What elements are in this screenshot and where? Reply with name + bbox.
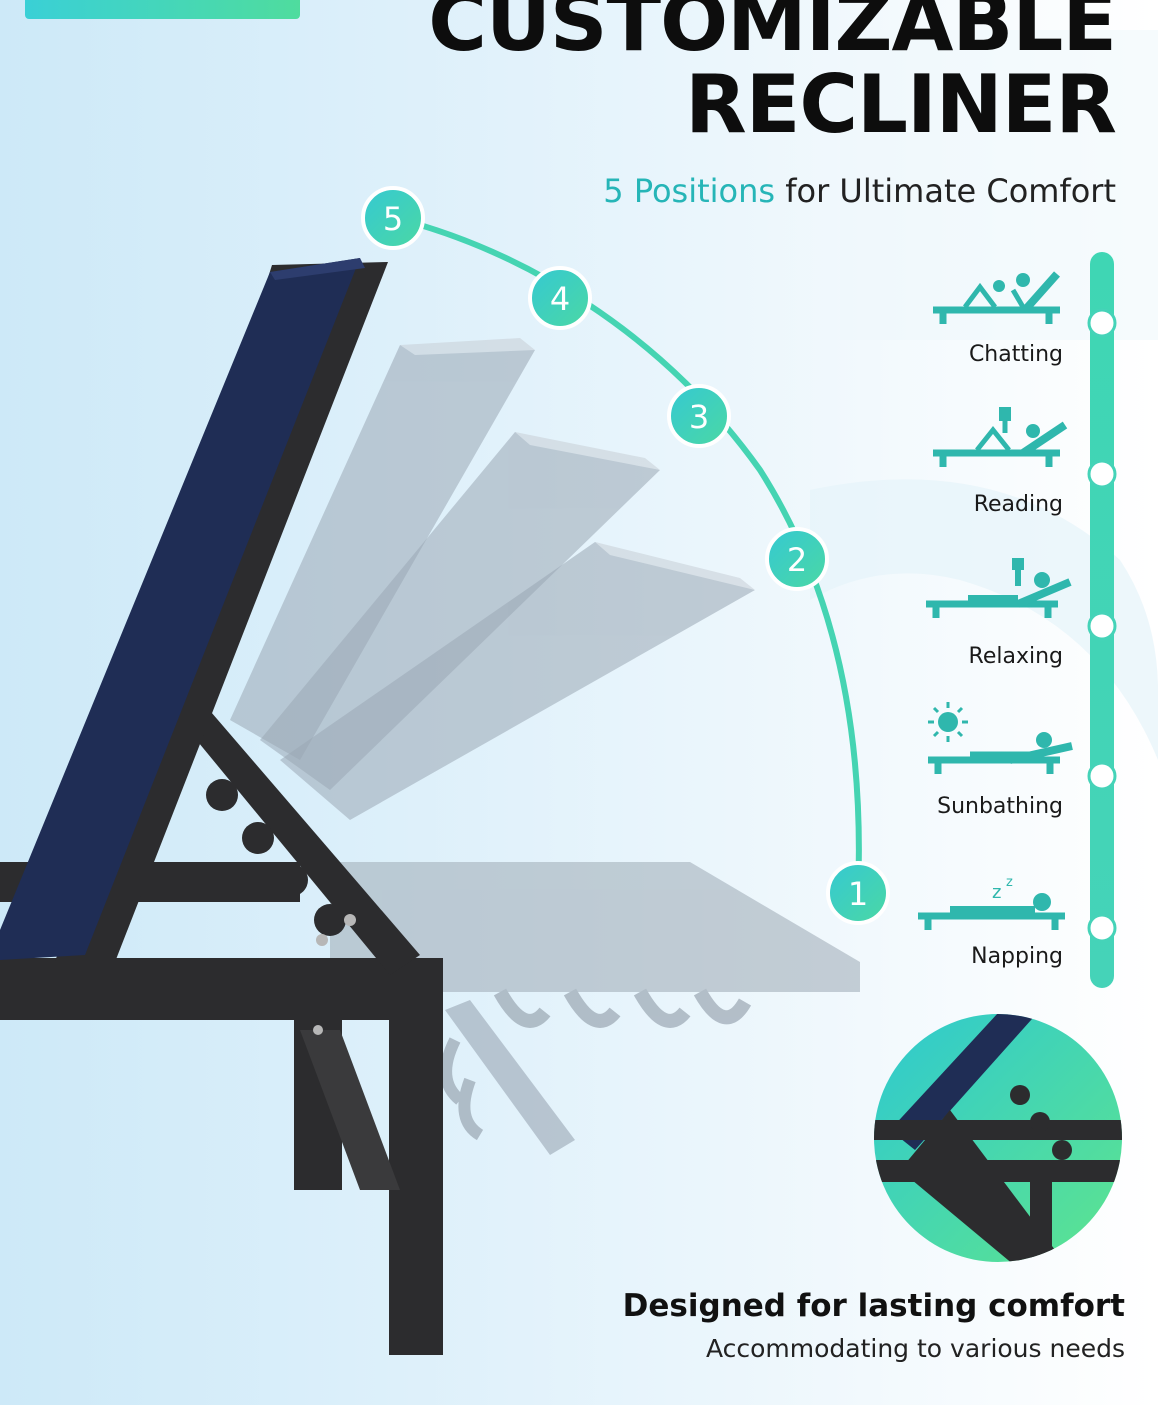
recliner-illustration [0,258,860,1355]
position-label-reading: Reading [973,492,1063,517]
position-number: 4 [550,280,570,318]
ghost-backrest-position-3 [260,432,660,790]
detail-zoom-circle [874,1014,1122,1262]
ghost-backrest-position-4 [230,338,535,760]
subheadline-accent: 5 Positions [603,172,776,210]
position-marker-1: 1 [826,861,890,925]
svg-text:z: z [1006,875,1013,890]
headline-line-1: CUSTOMIZABLE [428,0,1117,69]
position-markers: 5 4 3 2 1 [361,186,890,925]
top-badge [25,0,300,19]
position-number: 2 [787,541,807,579]
chatting-icon [933,271,1060,324]
position-marker-3: 3 [667,384,731,448]
position-marker-2: 2 [765,527,829,591]
headline: CUSTOMIZABLE RECLINER [428,0,1117,146]
position-number: 1 [848,875,868,913]
adjustment-notches [206,779,356,1035]
svg-text:z: z [992,882,1001,903]
subheadline: 5 Positions for Ultimate Comfort [603,172,1116,210]
ghost-backrest-position-1 [330,862,860,1155]
position-number: 5 [383,200,403,238]
relaxing-icon [926,558,1072,618]
napping-icon: z z [918,875,1065,930]
footer-title: Designed for lasting comfort [622,1288,1125,1324]
position-marker-4: 4 [528,266,592,330]
ghost-backrest-position-2 [280,542,755,820]
position-label-sunbathing: Sunbathing [937,794,1063,819]
reading-icon [933,407,1068,467]
footer-subtitle: Accommodating to various needs [705,1334,1125,1363]
headline-line-2: RECLINER [685,58,1117,151]
position-marker-5: 5 [361,186,425,250]
position-number: 3 [689,398,709,436]
position-scale [1087,252,1117,988]
chair-frame [0,705,443,1355]
position-label-napping: Napping [971,944,1063,969]
main-backrest [0,258,388,962]
position-label-relaxing: Relaxing [968,644,1063,669]
subheadline-rest: for Ultimate Comfort [775,172,1116,210]
position-label-chatting: Chatting [968,342,1063,367]
position-arc [394,215,862,894]
sunbathing-icon [928,702,1073,774]
